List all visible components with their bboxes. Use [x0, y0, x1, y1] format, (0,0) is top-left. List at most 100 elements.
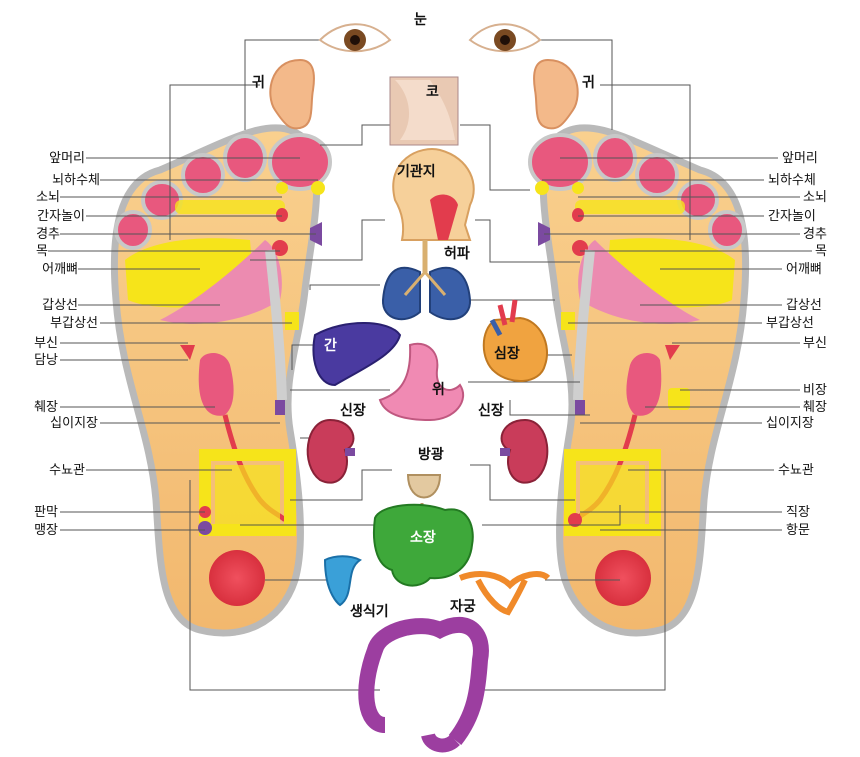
label-kidney-right: 신장 [478, 403, 504, 419]
label-nose: 코 [426, 84, 439, 100]
left-label-parathyroid: 부갑상선 [50, 316, 98, 331]
label-kidney-left: 신장 [340, 403, 366, 419]
left-label-cerebellum: 소뇌 [36, 190, 60, 205]
left-intestine-frame [199, 449, 296, 536]
left-label-duodenum: 십이지장 [50, 416, 98, 431]
left-thyroid-zone [160, 240, 282, 324]
left-label-adrenal: 부신 [34, 336, 58, 351]
label-heart: 심장 [494, 346, 520, 362]
left-label-temple: 간자놀이 [37, 209, 85, 224]
left-ear-illustration [269, 58, 315, 130]
right-heel-circle [595, 550, 651, 606]
left-heel-circle [209, 550, 265, 606]
left-appendix-dot [198, 521, 212, 535]
right-duodenum-mark [575, 400, 585, 415]
left-neck-dot [272, 240, 288, 256]
left-big-toe [268, 133, 332, 191]
right-label-pancreas: 췌장 [803, 400, 827, 415]
left-label-neck: 목 [36, 244, 48, 259]
left-toe-3 [181, 153, 225, 197]
right-toe-5 [708, 210, 746, 250]
left-label-cervical: 경추 [36, 227, 60, 242]
left-pancreas-zone [198, 353, 234, 416]
right-toe-4 [677, 180, 719, 220]
right-toe-3 [635, 153, 679, 197]
connector-lines [48, 39, 812, 691]
right-pancreas-zone [626, 353, 662, 416]
right-label-adrenal: 부신 [803, 336, 827, 351]
left-duodenum-mark [275, 400, 285, 415]
right-toe-stripe [575, 200, 685, 214]
genitals-illustration [323, 555, 362, 607]
left-spine-line [265, 249, 287, 401]
right-label-thyroid: 갑상선 [786, 298, 822, 313]
right-ear-illustration [533, 58, 579, 130]
right-label-neck: 목 [815, 244, 827, 259]
left-parathyroid-zone [285, 312, 299, 330]
right-kidney-illustration [500, 418, 549, 484]
label-stomach: 위 [432, 382, 445, 398]
right-neck-dot [572, 240, 588, 256]
left-label-pancreas: 췌장 [34, 400, 58, 415]
left-kidney-illustration [306, 418, 355, 484]
right-label-pituitary: 뇌하수체 [768, 173, 816, 188]
left-cerebellum-dot [276, 182, 288, 194]
label-lungs: 허파 [444, 246, 470, 262]
right-cerebellum-dot [572, 182, 584, 194]
right-label-rectum: 직장 [786, 505, 810, 520]
right-label-front-head: 앞머리 [782, 151, 818, 166]
left-adrenal-mark [180, 345, 195, 360]
label-uterus: 자궁 [450, 599, 476, 615]
right-label-duodenum: 십이지장 [766, 416, 814, 431]
right-pituitary-dot [535, 181, 549, 195]
label-eyes: 눈 [414, 12, 427, 28]
label-genitals: 생식기 [350, 604, 389, 620]
left-foot [110, 124, 332, 637]
left-pituitary-dot [311, 181, 325, 195]
right-rectum-dot [568, 513, 582, 527]
left-toe-4 [141, 180, 183, 220]
bronchi-illustration [392, 148, 475, 241]
label-small-intestine: 소장 [410, 530, 436, 546]
left-label-front-head: 앞머리 [49, 151, 85, 166]
stomach-illustration [378, 342, 465, 422]
left-label-thyroid: 갑상선 [42, 298, 78, 313]
right-label-cervical: 경추 [803, 227, 827, 242]
bladder-illustration [406, 474, 442, 499]
label-ear-left: 귀 [252, 75, 265, 91]
eyes-illustration [318, 23, 542, 53]
liver-illustration [312, 322, 402, 387]
right-spine-line [573, 249, 595, 401]
left-toe-stripe [175, 200, 285, 214]
label-bladder: 방광 [418, 447, 444, 463]
left-toe-5 [114, 210, 152, 250]
lungs-illustration [381, 240, 472, 321]
right-foot [528, 124, 750, 637]
left-label-shoulder: 어깨뼈 [42, 262, 78, 277]
small-intestine-illustration [372, 503, 474, 587]
right-label-parathyroid: 부갑상선 [766, 316, 814, 331]
right-temple-dot [572, 208, 584, 222]
uterus-illustration [458, 571, 551, 616]
right-label-shoulder: 어깨뼈 [786, 262, 822, 277]
right-label-temple: 간자놀이 [768, 209, 816, 224]
right-label-cerebellum: 소뇌 [803, 190, 827, 205]
right-intestine-zone [580, 465, 645, 525]
right-thyroid-zone [578, 240, 700, 324]
left-label-ureter: 수뇨관 [49, 463, 85, 478]
label-liver: 간 [324, 338, 337, 354]
right-adrenal-mark [665, 345, 680, 360]
right-label-spleen: 비장 [803, 383, 827, 398]
right-big-toe [528, 133, 592, 191]
left-label-pituitary: 뇌하수체 [52, 173, 100, 188]
left-label-appendix: 맹장 [34, 523, 58, 538]
right-parathyroid-zone [561, 312, 575, 330]
right-label-anus: 항문 [786, 523, 810, 538]
left-temple-dot [276, 208, 288, 222]
left-intestine-zone [215, 465, 280, 525]
label-bronchi: 기관지 [397, 164, 436, 180]
right-spleen-zone [668, 388, 690, 410]
left-label-valve: 판막 [34, 505, 58, 520]
right-label-ureter: 수뇨관 [778, 463, 814, 478]
